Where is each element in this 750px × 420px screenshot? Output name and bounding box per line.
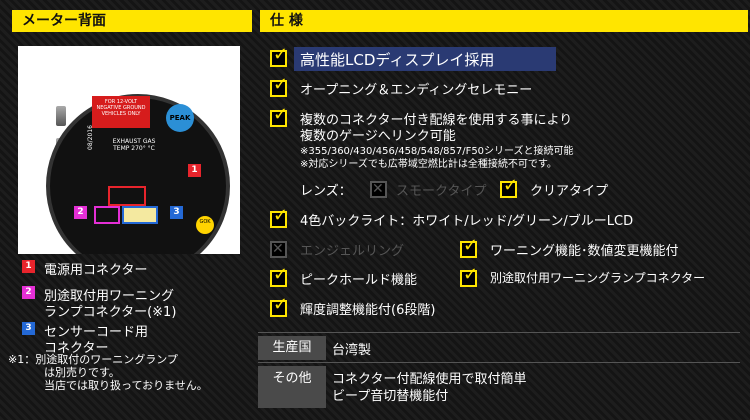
check-icon: ✓ — [270, 207, 288, 228]
check-icon: ✓ — [270, 296, 288, 317]
meter-back-photo: FOR 12-VOLT NEGATIVE GROUND VEHICLES ONL… — [18, 46, 240, 254]
other-line-2: ビープ音切替機能付 — [332, 389, 449, 404]
lens-smoke: スモークタイプ — [396, 184, 487, 199]
peak-button: PEAK — [166, 104, 194, 132]
legend-3-text-2: コネクター — [44, 341, 109, 356]
spec-lcd-display: 高性能LCDディスプレイ採用 — [300, 51, 495, 69]
other-row: その他 コネクター付配線使用で取付簡単 ビープ音切替機能付 — [258, 362, 740, 413]
legend-badge-1: 1 — [22, 260, 35, 273]
highlight-bar — [294, 47, 556, 71]
footnote-line-2: は別売りです。 — [44, 366, 120, 379]
origin-label: 生産国 — [258, 336, 326, 360]
legend-2-text-2: ランプコネクター(※1) — [44, 305, 177, 320]
spec-multi-link-1: 複数のコネクター付き配線を使用する事により — [300, 113, 573, 128]
check-icon: ✓ — [460, 266, 478, 287]
power-connector — [108, 186, 146, 206]
origin-row: 生産国 台湾製 — [258, 332, 740, 360]
gauge-label: EXHAUST GAS TEMP 270° °C — [112, 138, 156, 152]
legend-2-text-1: 別途取付用ワーニング — [44, 289, 175, 304]
left-section-header: メーター背面 — [12, 10, 252, 32]
spec-angel-ring: エンジェルリング — [300, 244, 405, 259]
spec-warning-lamp: 別途取付用ワーニングランプコネクター — [490, 271, 706, 285]
ok-badge: GOK — [196, 216, 214, 234]
check-icon: ✓ — [270, 76, 288, 97]
date-label: 08/2016 — [86, 125, 94, 150]
cross-icon: ✕ — [270, 241, 287, 258]
check-icon: ✓ — [460, 237, 478, 258]
footnote-line-1: ※1：別途取付のワーニングランプ — [8, 353, 178, 366]
check-icon: ✓ — [270, 266, 288, 287]
spec-multi-link-2: 複数のゲージへリンク可能 — [300, 129, 456, 144]
check-icon: ✓ — [500, 177, 518, 198]
other-label: その他 — [258, 366, 326, 408]
legend-badge-3: 3 — [22, 322, 35, 335]
right-section-header: 仕 様 — [260, 10, 748, 32]
badge-3: 3 — [170, 206, 183, 219]
footnote-line-3: 当店では取り扱っておりません。 — [44, 379, 208, 392]
legend-badge-2: 2 — [22, 286, 35, 299]
spec-backlight: 4色バックライト：ホワイト/レッド/グリーン/ブルーLCD — [300, 214, 634, 229]
bolt-icon — [56, 106, 66, 126]
spec-compat-note: ※355/360/430/456/458/548/857/F50シリーズと接続可… — [300, 146, 574, 157]
origin-value: 台湾製 — [332, 343, 372, 358]
warning-connector — [94, 206, 120, 224]
other-line-1: コネクター付配線使用で取付簡単 — [332, 372, 527, 387]
legend-3-text-1: センサーコード用 — [44, 325, 149, 340]
badge-1: 1 — [188, 164, 201, 177]
check-icon: ✓ — [270, 46, 288, 67]
sensor-connector — [122, 206, 158, 224]
cross-icon: ✕ — [370, 181, 387, 198]
spec-peak-hold: ピークホールド機能 — [300, 273, 418, 288]
spec-ceremony: オープニング＆エンディングセレモニー — [300, 83, 533, 98]
warning-sticker: FOR 12-VOLT NEGATIVE GROUND VEHICLES ONL… — [92, 96, 150, 128]
lens-clear: クリアタイプ — [530, 184, 609, 199]
lens-label: レンズ： — [300, 184, 352, 199]
spec-warning-func: ワーニング機能･数値変更機能付 — [490, 244, 679, 259]
legend-1-text: 電源用コネクター — [44, 263, 148, 278]
badge-2: 2 — [74, 206, 87, 219]
spec-brightness: 輝度調整機能付(6段階) — [300, 303, 436, 318]
check-icon: ✓ — [270, 106, 288, 127]
spec-compat-warning: ※対応シリーズでも広帯域空燃比計は全種接続不可です。 — [300, 159, 557, 170]
